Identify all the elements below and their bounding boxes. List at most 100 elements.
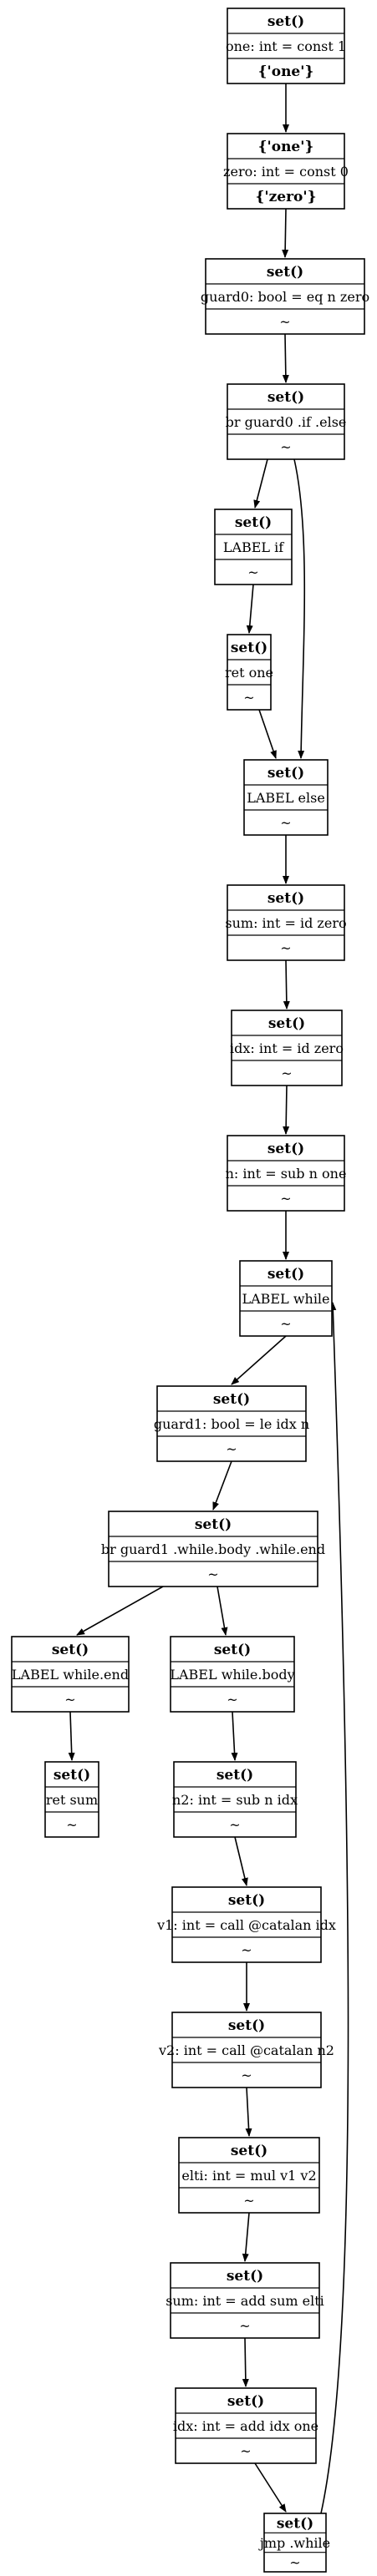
node-n14: set() ret sum ~ <box>44 1761 99 1838</box>
node-instruction: n: int = sub n one <box>226 1166 347 1182</box>
node-instruction: LABEL while <box>242 1291 329 1307</box>
edge-n15-n16 <box>231 1711 238 1761</box>
node-n7: set() sum: int = id zero ~ <box>225 884 347 961</box>
node-title: set() <box>267 389 304 406</box>
node-title: set() <box>217 1767 253 1784</box>
node-instruction: guard1: bool = le idx n <box>154 1416 309 1432</box>
node-title: set() <box>267 1266 304 1283</box>
node-box <box>175 2387 317 2464</box>
node-instruction: sum: int = add sum elti <box>166 2293 324 2309</box>
node-instruction: LABEL else <box>247 790 325 806</box>
node-instruction: ret sum <box>46 1792 98 1808</box>
node-footer: ~ <box>280 1191 291 1207</box>
node-title: set() <box>214 1642 251 1658</box>
edge-n5-n6 <box>258 709 277 759</box>
node-footer: ~ <box>279 314 290 330</box>
node-footer: ~ <box>280 1316 291 1332</box>
node-box <box>108 1511 318 1587</box>
node-n2: set() guard0: bool = eq n zero ~ <box>201 258 369 335</box>
node-instruction: sum: int = id zero <box>225 915 346 931</box>
node-instruction: guard0: bool = eq n zero <box>201 289 369 305</box>
node-box <box>173 1761 297 1838</box>
node-title: set() <box>228 2017 265 2034</box>
node-title: set() <box>52 1642 89 1658</box>
node-n0: set()one: int = const 1{'one'} <box>226 8 346 84</box>
edge-n2-n3 <box>282 333 289 383</box>
node-footer: {'zero'} <box>255 189 316 205</box>
node-instruction: idx: int = id zero <box>230 1040 344 1056</box>
node-title: set() <box>267 13 304 30</box>
edge-n22-n10 <box>320 1302 349 2514</box>
node-footer: ~ <box>227 1692 237 1708</box>
edges <box>68 84 349 2514</box>
node-footer: ~ <box>243 690 254 706</box>
edge-n3-n4 <box>253 458 268 509</box>
node-box <box>170 2262 320 2339</box>
node-instruction: LABEL while.body <box>170 1667 294 1683</box>
edge-n18-n19 <box>245 2087 252 2137</box>
node-box <box>156 1385 307 1462</box>
node-n9: set()n: int = sub n one~ <box>226 1135 347 1212</box>
nodes: set()one: int = const 1{'one'}{'one'}zer… <box>11 8 369 2573</box>
node-n12: set()br guard1 .while.body .while.end~ <box>101 1511 325 1587</box>
node-n6: set()LABEL else~ <box>243 759 329 836</box>
node-box <box>171 2012 322 2088</box>
node-title: set() <box>231 2143 267 2159</box>
node-box <box>227 383 345 460</box>
node-footer: ~ <box>207 1566 218 1582</box>
node-title: set() <box>267 890 304 907</box>
node-title: set() <box>227 2393 264 2410</box>
edge-n4-n5 <box>246 584 254 634</box>
node-footer: ~ <box>240 2443 251 2459</box>
node-footer: ~ <box>66 1817 77 1833</box>
node-n5: set()ret one~ <box>225 634 273 711</box>
node-instruction: br guard1 .while.body .while.end <box>101 1541 325 1557</box>
node-box <box>227 8 345 84</box>
node-box <box>243 759 329 836</box>
node-title: set() <box>227 2268 263 2285</box>
node-box <box>171 1886 322 1963</box>
node-instruction: br guard0 .if .else <box>226 414 347 430</box>
node-title: set() <box>235 514 272 531</box>
node-instruction: ret one <box>225 665 273 681</box>
node-n19: set()elti: int = mul v1 v2~ <box>178 2137 320 2214</box>
node-n13: set()LABEL while.end~ <box>11 1636 130 1713</box>
node-box <box>239 1260 333 1337</box>
node-footer: ~ <box>243 2193 254 2209</box>
node-footer: ~ <box>229 1817 240 1833</box>
node-n3: set()br guard0 .if .else~ <box>226 383 347 460</box>
node-footer: ~ <box>226 1441 237 1457</box>
node-n20: set() sum: int = add sum elti ~ <box>166 2262 324 2339</box>
node-instruction: v1: int = call @catalan idx <box>156 1917 336 1933</box>
node-n4: set()LABEL if~ <box>214 509 293 585</box>
node-instruction: n2: int = sub n idx <box>172 1792 298 1808</box>
edge-n20-n21 <box>242 2337 249 2387</box>
node-title: set() <box>267 264 303 281</box>
node-n21: set() idx: int = add idx one ~ <box>173 2387 318 2464</box>
edge-n1-n2 <box>282 208 289 258</box>
node-instruction: one: int = const 1 <box>226 38 346 54</box>
node-n1: {'one'}zero: int = const 0{'zero'} <box>223 133 349 210</box>
node-box <box>227 884 345 961</box>
node-footer: ~ <box>239 2318 250 2334</box>
edge-n11-n12 <box>212 1460 232 1511</box>
node-n16: set() n2: int = sub n idx ~ <box>172 1761 298 1838</box>
node-n10: set() LABEL while ~ <box>239 1260 333 1337</box>
node-box <box>170 1636 295 1713</box>
edge-n7-n8 <box>283 959 290 1010</box>
node-title: set() <box>53 1767 90 1784</box>
node-title: set() <box>267 765 304 782</box>
node-instruction: idx: int = add idx one <box>173 2418 318 2434</box>
node-instruction: v2: int = call @catalan n2 <box>158 2042 334 2058</box>
node-footer: ~ <box>289 2554 300 2570</box>
edge-n12-n13 <box>76 1586 164 1636</box>
node-box <box>205 258 365 335</box>
node-n11: set()guard1: bool = le idx n~ <box>154 1385 309 1462</box>
node-box <box>11 1636 130 1713</box>
node-footer: ~ <box>241 2067 252 2083</box>
node-footer: ~ <box>280 940 291 956</box>
node-footer: ~ <box>241 1942 252 1958</box>
node-footer: ~ <box>247 564 258 580</box>
node-box <box>231 1010 343 1086</box>
